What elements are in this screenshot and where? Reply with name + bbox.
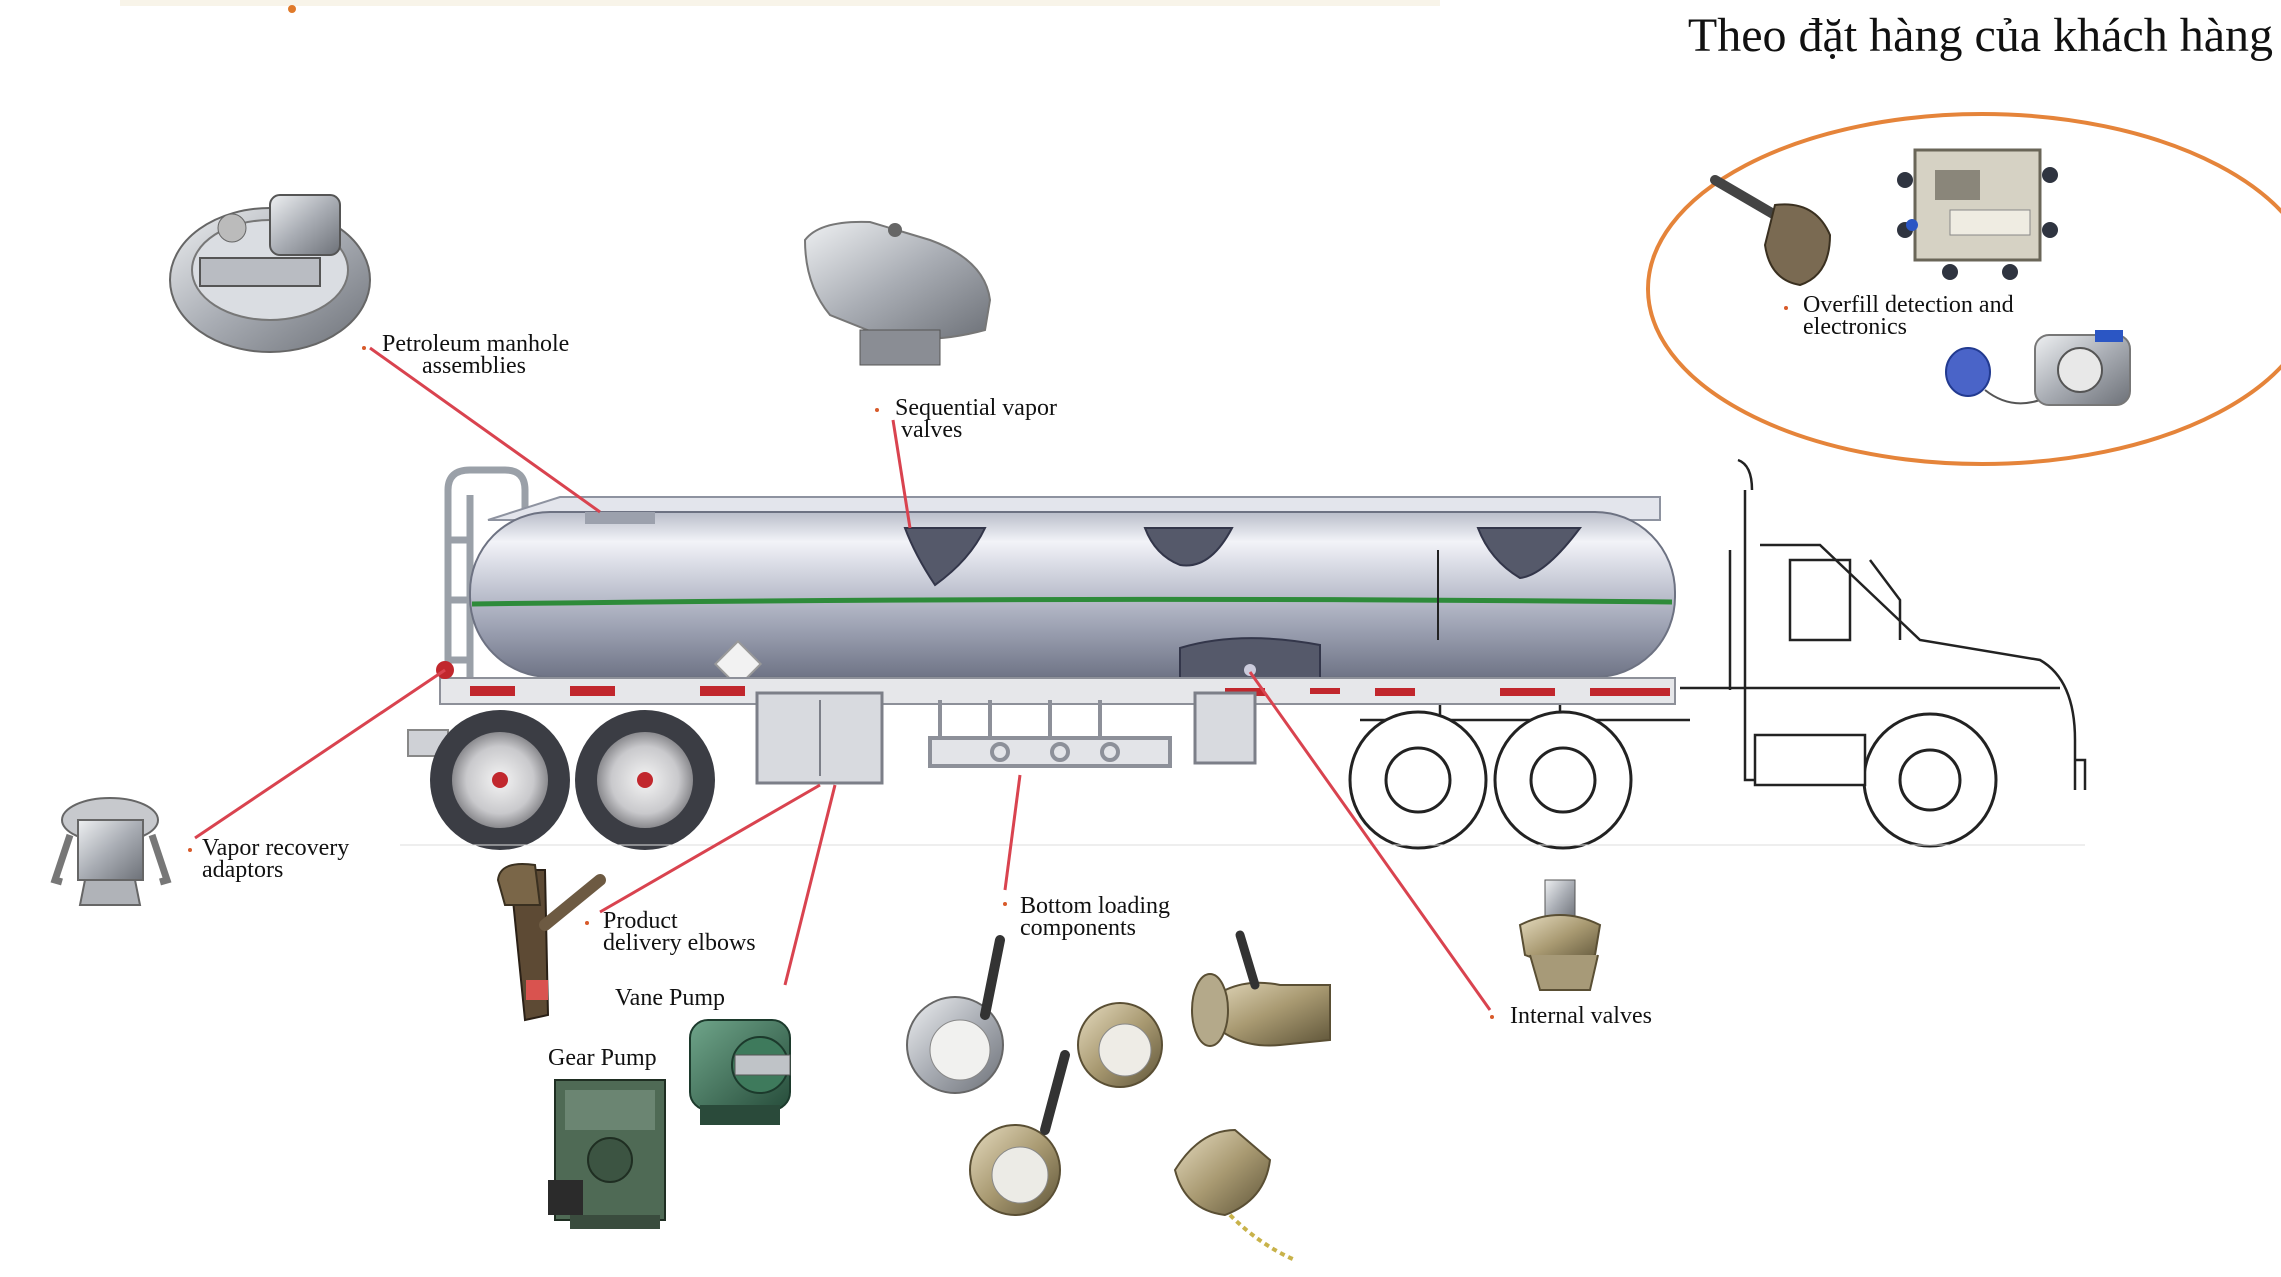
label-line: Sequential vapor [895,395,1057,421]
label-vapor-recovery: Vapor recovery adaptors [202,835,350,883]
bottom-loading-components-image [906,930,1331,1262]
label-gear-pump: Gear Pump [548,1045,657,1071]
delivery-elbow-image [496,863,606,1022]
label-line: Internal valves [1510,1003,1652,1029]
fuel-tank [1753,733,1867,787]
vapor-recovery-adaptor-image [50,797,172,906]
custom-order-heading: Theo đặt hàng của khách hàng [1687,9,2273,62]
label-line: Product [603,908,678,934]
gear-pump-image [548,1079,666,1229]
label-line: Gear Pump [548,1045,657,1071]
label-line: electronics [1803,314,1907,340]
label-sequential-vapor: Sequential vapor valves [895,395,1057,443]
bullet-dot [362,346,366,350]
bullet-dot [585,921,589,925]
label-vane-pump: Vane Pump [615,985,725,1011]
label-line: delivery elbows [603,930,756,956]
label-line: Petroleum manhole [382,331,570,357]
label-petroleum-manhole: Petroleum manhole assemblies [382,331,570,379]
loading-manifold [928,700,1172,768]
label-line: Vane Pump [615,985,725,1011]
top-title-remnant [120,0,1440,6]
trailer-frame [439,677,1676,705]
bullet-dot [1490,1015,1494,1019]
internal-valve-marker [1244,664,1256,676]
label-delivery-elbows: Product delivery elbows [603,908,756,956]
bullet-dot [1003,902,1007,906]
label-line: assemblies [422,353,526,379]
custom-order-oval [1646,112,2281,466]
label-bottom-loading: Bottom loading components [1020,893,1170,941]
bullet-dot [875,408,879,412]
truck-wheels [1348,710,1998,850]
manhole-cap [585,512,655,524]
bullet-dot [188,848,192,852]
tank-green-stripe [471,596,1673,607]
vane-pump-image [689,1019,791,1125]
top-dot [288,5,296,13]
label-internal-valves: Internal valves [1510,1003,1652,1029]
sequential-vapor-valve-image [803,220,992,366]
trailer-wheels [430,710,715,850]
label-line: components [1020,915,1136,941]
leader-lines [194,346,1492,1011]
label-overfill: Overfill detection and electronics [1803,292,2014,340]
tanker-trailer [407,466,1676,850]
label-line: adaptors [202,857,284,883]
label-line: valves [901,417,963,443]
valve-cabinet [1193,691,1257,765]
label-line: Vapor recovery [202,835,350,861]
label-line: Overfill detection and [1803,292,2014,318]
tank-cutaways [903,527,1582,686]
manhole-assembly-image [169,194,371,353]
bullet-dot [1784,306,1788,310]
overfill-electronics-image [1710,148,2131,406]
label-line: Bottom loading [1020,893,1170,919]
hazmat-placard [713,639,763,689]
internal-valve-image [1518,879,1602,991]
